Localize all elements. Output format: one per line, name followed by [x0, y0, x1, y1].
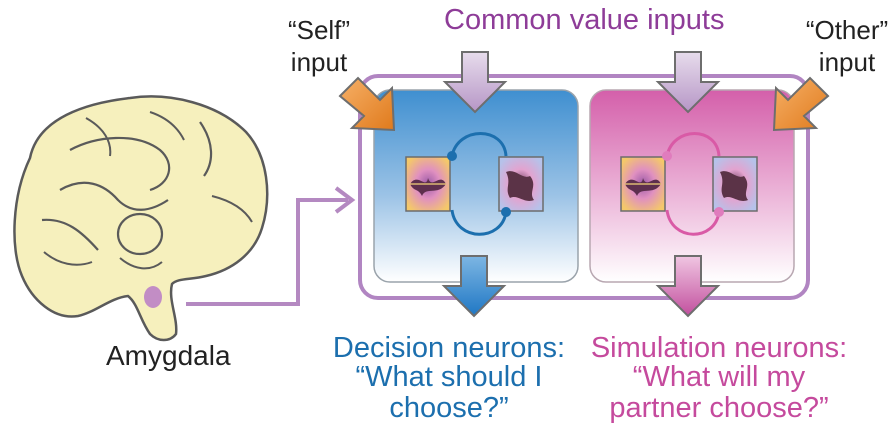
amygdala-connector-arrow [186, 198, 348, 306]
decision-loop-bottom [450, 209, 508, 236]
simulation-loop-top [665, 132, 721, 157]
simulation-face-image-right [712, 156, 758, 212]
simulation-neurons-question: “What will my partner choose?” [609, 361, 829, 424]
other-input-arrow [772, 76, 830, 132]
simulation-loop-bottom [665, 209, 721, 236]
simulation-output-arrow [655, 255, 721, 318]
decision-neurons-question: “What should I choose?” [355, 361, 543, 424]
amygdala-icon [144, 286, 162, 308]
decision-neurons-title: Decision neurons: [332, 332, 566, 364]
simulation-node-bottom [714, 207, 724, 217]
decision-face-image-left [405, 156, 451, 212]
decision-panel [373, 89, 579, 283]
decision-node-top [447, 151, 457, 161]
common-input-arrow-right [655, 51, 721, 114]
common-input-arrow-left [442, 51, 508, 114]
self-input-arrow [338, 76, 396, 132]
simulation-neurons-title: Simulation neurons: [590, 332, 848, 364]
decision-output-arrow [441, 255, 507, 318]
other-input-label: “Other” input [805, 15, 889, 77]
amygdala-connector-arrowhead [334, 186, 356, 214]
self-input-label: “Self” input [287, 15, 351, 77]
simulation-node-top [662, 151, 672, 161]
decision-face-image-right [498, 156, 544, 212]
simulation-face-image-left [620, 156, 666, 212]
brain-icon [13, 95, 269, 342]
outer-frame [358, 74, 810, 300]
decision-node-bottom [501, 207, 511, 217]
decision-loop-top [450, 132, 508, 157]
common-value-inputs-label: Common value inputs [444, 4, 725, 36]
amygdala-label: Amygdala [106, 340, 231, 371]
